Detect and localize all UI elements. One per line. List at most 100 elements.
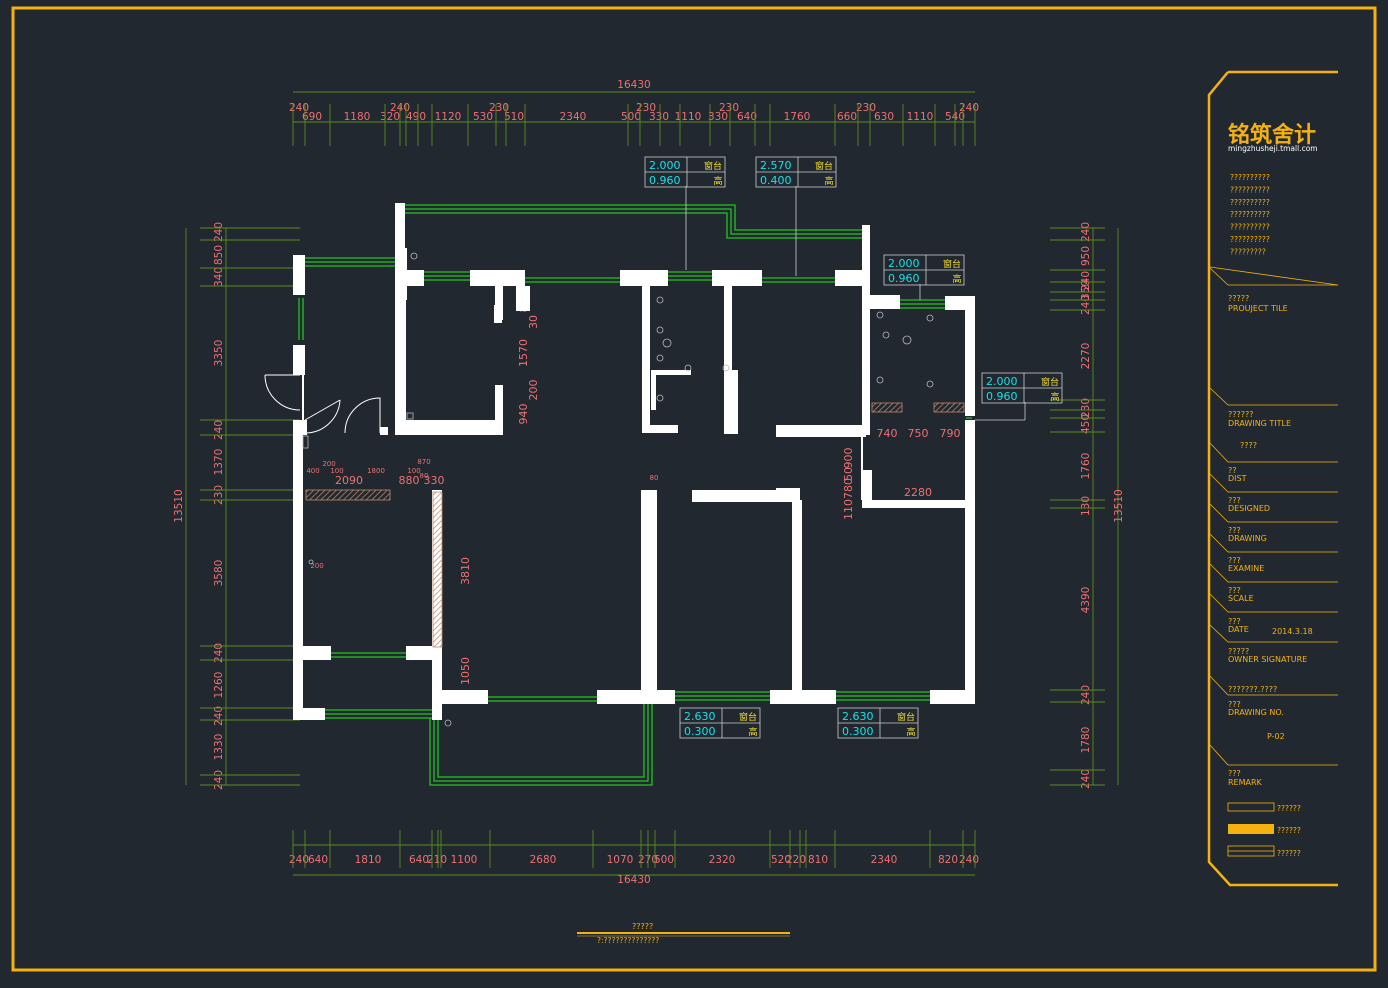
- interior-dim-label: 870: [417, 458, 430, 466]
- top-dim-label: 1110: [907, 111, 934, 123]
- top-dim-label: 240: [959, 102, 979, 114]
- window-tag-label: 高: [906, 726, 915, 738]
- bottom-dim-label: 2320: [709, 854, 736, 866]
- right-dim-label: 240: [1080, 222, 1092, 242]
- left-dim-label: 1330: [213, 734, 225, 761]
- right-dim-label: 240: [1080, 271, 1092, 291]
- drawing-frame: [11, 6, 1377, 972]
- bottom-dim-label: 210: [427, 854, 447, 866]
- drawing-title-value: ????: [1240, 441, 1257, 450]
- bottom-dim-label: 1100: [451, 854, 478, 866]
- legend-label-1: ??????: [1277, 804, 1301, 813]
- bottom-dim-label: 240: [959, 854, 979, 866]
- interior-dim-label: 1107: [842, 492, 855, 520]
- interior-dim-label: 400: [306, 467, 319, 475]
- window-height-value: 2.000: [888, 257, 920, 270]
- right-dim-label: 1780: [1080, 727, 1092, 754]
- right-dim-label: 230: [1080, 398, 1092, 418]
- examine-en: EXAMINE: [1228, 564, 1264, 573]
- interior-dim-label: 330: [424, 474, 445, 487]
- title-note: ??????????: [1230, 210, 1270, 219]
- owner-cn: ?????: [1228, 647, 1249, 656]
- interior-dim-label: 750: [908, 427, 929, 440]
- window-height-value: 2.000: [649, 159, 681, 172]
- bottom-dim-label: 520: [771, 854, 791, 866]
- bottom-dim-label: 220: [786, 854, 806, 866]
- left-dim-label: 230: [213, 485, 225, 505]
- left-dim-label: 1260: [213, 672, 225, 699]
- top-dim-label: 230: [489, 102, 509, 114]
- interior-dim-label: 100: [330, 467, 343, 475]
- top-dim-label: 1120: [435, 111, 462, 123]
- right-dim-label: 1760: [1080, 453, 1092, 480]
- window-height-value: 2.000: [986, 375, 1018, 388]
- bottom-dim-label: 2340: [871, 854, 898, 866]
- left-dim-label: 240: [213, 420, 225, 440]
- drawing-title-cn: ??????: [1228, 410, 1253, 419]
- title-notes: ????????????????????????????????????????…: [1230, 173, 1270, 256]
- top-total-label: 16430: [617, 79, 650, 91]
- sill-height-value: 0.960: [888, 272, 920, 285]
- designed-cn: ???: [1228, 496, 1241, 505]
- legend-label-2: ??????: [1277, 826, 1301, 835]
- owner-value: ???????.????: [1228, 685, 1277, 694]
- right-dim-label: 4390: [1080, 587, 1092, 614]
- window-tag-label: 高: [1050, 391, 1059, 403]
- scale-cn: ???: [1228, 586, 1241, 595]
- window-tag-label: 高: [748, 726, 757, 738]
- window-height-value: 2.570: [760, 159, 792, 172]
- interior-dim-label: 100: [407, 467, 420, 475]
- walls: [293, 203, 975, 720]
- drawing-no-value: P-02: [1267, 732, 1285, 741]
- interior-dim-label: 790: [940, 427, 961, 440]
- window-tag: 2.000 0.960 窗台高: [981, 372, 1063, 404]
- bottom-dim-label: 500: [654, 854, 674, 866]
- right-total-label: 13510: [1113, 489, 1125, 522]
- top-dim-label: 510: [504, 111, 524, 123]
- interior-dim-label: 740: [877, 427, 898, 440]
- window-tag-label: 窗台: [739, 711, 757, 723]
- top-dim-label: 230: [856, 102, 876, 114]
- window-height-value: 2.630: [842, 710, 874, 723]
- sill-height-value: 0.400: [760, 174, 792, 187]
- left-dim-label: 340: [213, 267, 225, 287]
- window-tag-label: 窗台: [1041, 376, 1059, 388]
- title-note: ??????????: [1230, 173, 1270, 182]
- drawing-cn: ???: [1228, 526, 1241, 535]
- interior-dim-label: 80: [420, 472, 429, 480]
- top-dim-label: 660: [837, 111, 857, 123]
- window-tag: 2.630 0.300 窗台高: [679, 707, 761, 739]
- right-dim-label: 2270: [1080, 343, 1092, 370]
- left-dim-label: 3580: [213, 560, 225, 587]
- dist-en: DIST: [1228, 474, 1247, 483]
- title-note: ??????????: [1230, 185, 1270, 194]
- window-tag-label: 窗台: [815, 160, 833, 172]
- top-dim-label: 490: [406, 111, 426, 123]
- dist-cn: ??: [1228, 466, 1237, 475]
- sill-height-value: 0.300: [842, 725, 874, 738]
- left-dim-label: 850: [213, 245, 225, 265]
- top-dim-label: 1760: [784, 111, 811, 123]
- left-dim-label: 240: [213, 643, 225, 663]
- footer-title: ?????: [632, 922, 653, 931]
- window-tag-label: 窗台: [704, 160, 722, 172]
- sill-height-value: 0.300: [684, 725, 716, 738]
- right-dim-label: 130: [1080, 496, 1092, 516]
- top-dim-label: 1180: [344, 111, 371, 123]
- interior-dim-label: 200: [310, 562, 323, 570]
- bottom-dim-label: 240: [289, 854, 309, 866]
- left-dim-label: 3350: [213, 340, 225, 367]
- right-dim-label: 350: [1080, 280, 1092, 300]
- right-dim-label: 950: [1080, 246, 1092, 266]
- sill-height-value: 0.960: [986, 390, 1018, 403]
- window-height-value: 2.630: [684, 710, 716, 723]
- title-note: ??????????: [1230, 198, 1270, 207]
- remark-en: REMARK: [1228, 778, 1263, 787]
- scale-en: SCALE: [1228, 594, 1254, 603]
- interior-dim-label: 1800: [367, 467, 385, 475]
- interior-dim-label: 3810: [459, 557, 472, 585]
